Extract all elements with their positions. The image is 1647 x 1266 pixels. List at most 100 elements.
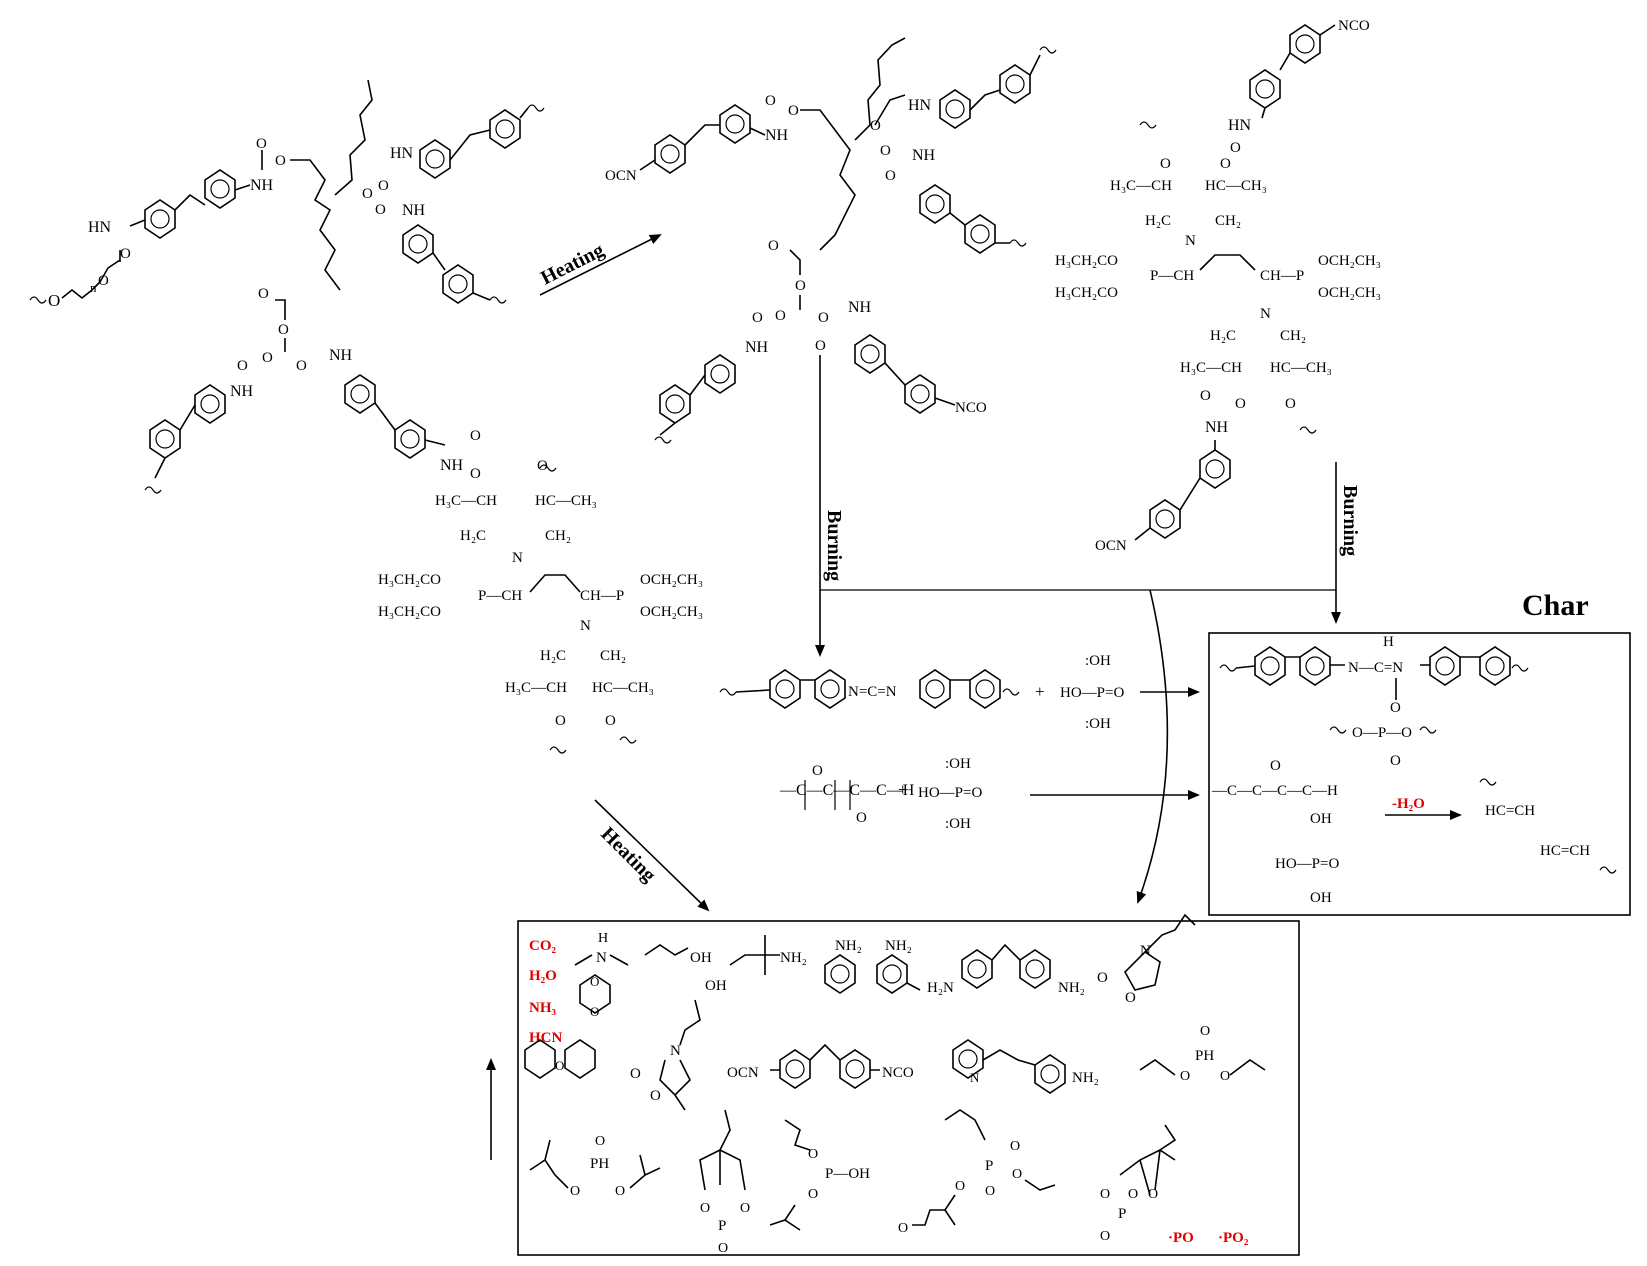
atom-o: O	[1390, 700, 1401, 716]
minus-water: -H₂O	[1392, 796, 1425, 812]
oh-small: OH	[1310, 890, 1332, 906]
nh2-label: NH₂	[780, 950, 807, 966]
atom-o: O	[237, 358, 248, 374]
nh2-label: NH₂	[1072, 1070, 1099, 1086]
atom-o: O	[856, 810, 867, 826]
char-nh: H	[1383, 634, 1394, 650]
atom-n: N	[596, 950, 607, 966]
atom-o: O	[470, 428, 481, 444]
nh-label: NH	[440, 457, 464, 474]
alcohol-reaction: —C—C—C—C—H O O + :OH HO—P=O :OH	[779, 756, 982, 832]
atom-p: P	[985, 1158, 993, 1174]
atom-o: O	[818, 310, 829, 326]
atom-o: O	[870, 118, 881, 134]
hc-ch-2: HC=CH	[1540, 843, 1590, 859]
atom-o: O	[630, 1066, 641, 1082]
gas-nh3: NH₃	[529, 1000, 557, 1016]
heating-label-top: Heating	[537, 239, 607, 289]
ch2: CH₂	[545, 528, 571, 544]
atom-o: O	[955, 1179, 965, 1194]
atom-o: O	[752, 310, 763, 326]
oh-label: OH	[705, 978, 727, 994]
atom-o: O	[812, 763, 823, 779]
h3ch2co-top: H₃CH₂CO	[378, 572, 441, 588]
nh-label: NH	[912, 147, 936, 164]
carbodiimide-reaction: N=C=N + :OH HO—P=O :OH	[719, 653, 1124, 732]
atom-o: O	[615, 1184, 625, 1199]
atom-o: O	[256, 136, 267, 152]
atom-o: O	[765, 93, 776, 109]
atom-o: O	[768, 238, 779, 254]
phosphate-link: O—P—O	[1352, 725, 1412, 741]
gas-products: CO₂ H₂O NH₃ HCN ·PO ·PO₂	[529, 938, 1249, 1246]
atom-o: O	[595, 1134, 605, 1149]
wavy-end	[29, 296, 47, 304]
hc-ch3: HC—CH₃	[535, 493, 597, 509]
ocn-label: OCN	[605, 168, 637, 184]
h3ch2co-bot: H₃CH₂CO	[378, 604, 441, 620]
atom-o: O	[262, 350, 273, 366]
atom-o: O	[378, 178, 389, 194]
ho-p-o: HO—P=O	[1060, 685, 1124, 701]
atom-o: O	[537, 458, 548, 474]
radical-po: ·PO	[1168, 1230, 1194, 1246]
polymer-network-left: O n O O HN NH O O O O HN O NH	[29, 79, 545, 494]
atom-o: O	[898, 1221, 908, 1236]
ph-label: PH	[1195, 1048, 1214, 1064]
atom-o: O	[1012, 1167, 1022, 1182]
hn-label: HN	[390, 145, 414, 162]
atom-n: N	[1260, 306, 1271, 322]
atom-o: O	[362, 186, 373, 202]
oh-label: :OH	[1085, 653, 1111, 669]
h2n-label: H₂N	[927, 980, 954, 996]
atom-n: N	[512, 550, 523, 566]
hc-ch3: HC—CH₃	[1205, 178, 1267, 194]
atom-o: O	[555, 713, 566, 729]
nh-label: NH	[329, 347, 353, 364]
ch-p: CH—P	[1260, 268, 1304, 284]
oh-label: :OH	[1085, 716, 1111, 732]
hc-ch3: HC—CH₃	[592, 680, 654, 696]
alcohol-chain: —C—C—C—C—H	[779, 782, 915, 799]
phosphonate-polyol-right: NCO HN O O O H₃C—CH HC—CH₃ H₂C CH₂ N H₃C…	[1055, 18, 1381, 554]
nh-label: NH	[765, 127, 789, 144]
atom-o: O	[1100, 1187, 1110, 1202]
hc-ch3: HC—CH₃	[1270, 360, 1332, 376]
atom-o: O	[1200, 388, 1211, 404]
atom-o: O	[880, 143, 891, 159]
atom-o: O	[1010, 1139, 1020, 1154]
nh-label: NH	[745, 339, 769, 356]
atom-o: O	[788, 103, 799, 119]
atom-o: O	[808, 1187, 818, 1202]
nh-label: NH	[1205, 419, 1229, 436]
atom-o: O	[1160, 156, 1171, 172]
h3c-ch: H₃C—CH	[435, 493, 497, 509]
h3c-ch: H₃C—CH	[1110, 178, 1172, 194]
atom-o: O	[1100, 1229, 1110, 1244]
char-title: Char	[1522, 589, 1589, 622]
atom-o: O	[1235, 396, 1246, 412]
och2ch3-bot: OCH₂CH₃	[640, 604, 703, 620]
atom-o: O	[120, 246, 131, 262]
atom-o: O	[590, 1004, 599, 1019]
ocn-label: OCN	[1095, 538, 1127, 554]
h2c: H₂C	[540, 648, 566, 664]
char-box	[1208, 632, 1631, 916]
h2c: H₂C	[460, 528, 486, 544]
p-ch: P—CH	[478, 588, 522, 604]
atom-o: O	[48, 291, 60, 310]
h2c: H₂C	[1210, 328, 1236, 344]
atom-o: O	[885, 168, 896, 184]
char-link: N—C=N	[1348, 660, 1403, 676]
atom-o: O	[1125, 990, 1136, 1006]
oh-label: :OH	[945, 816, 971, 832]
heating-arrow-bottom	[594, 799, 710, 912]
atom-o: O	[1220, 156, 1231, 172]
hc-ch-1: HC=CH	[1485, 803, 1535, 819]
och2ch3-top: OCH₂CH₃	[1318, 253, 1381, 269]
atom-o: O	[275, 153, 286, 169]
atom-o: O	[985, 1184, 995, 1199]
atom-p: P	[718, 1218, 726, 1234]
atom-o: O	[296, 358, 307, 374]
atom-n: N	[670, 1043, 681, 1059]
